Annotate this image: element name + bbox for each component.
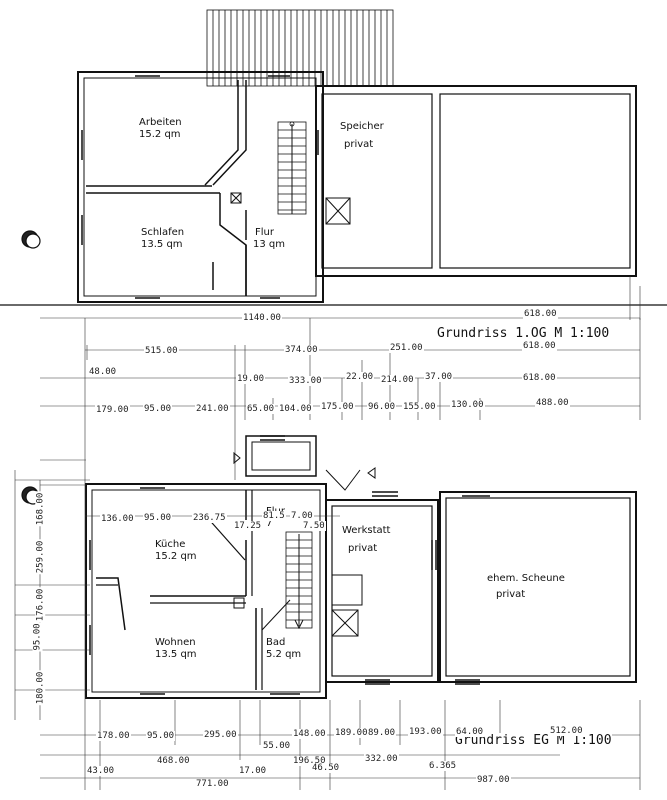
room-bad-area: 5.2 qm (266, 649, 302, 660)
dim-label: 17.00 (238, 766, 268, 776)
dim-label: 89.00 (367, 728, 397, 738)
dim-label: 180.00 (35, 670, 46, 706)
dim-label: 19.00 (236, 374, 266, 384)
room-wohnen-area: 13.5 qm (155, 649, 197, 660)
dim-label: 148.00 (292, 729, 327, 739)
dim-label: 95.00 (32, 622, 43, 652)
title-upper-floor: Grundriss 1.OG M 1:100 (437, 326, 610, 341)
dim-label: 48.00 (88, 367, 118, 377)
dim-label: 333.00 (288, 376, 323, 386)
room-flur-upper-area: 13 qm (253, 239, 285, 250)
dim-label: 43.00 (86, 766, 116, 776)
ground-windows (85, 435, 490, 699)
dim-label: 22.00 (345, 372, 375, 382)
upper-windows (77, 71, 319, 303)
dim-label: 374.00 (284, 345, 319, 355)
dim-label: 130.00 (450, 400, 485, 410)
dim-label: 104.00 (278, 404, 313, 414)
direction-marks (233, 451, 376, 479)
dim-label: 96.00 (367, 402, 397, 412)
dim-label: 987.00 (476, 775, 511, 785)
dim-label: 55.00 (262, 741, 292, 751)
room-schlafen-name: Schlafen (141, 227, 185, 238)
room-wohnen-name: Wohnen (155, 637, 196, 648)
dim-label: 189.00 (334, 728, 369, 738)
dim-label: 64.00 (455, 727, 485, 737)
dim-label: 241.00 (195, 404, 230, 414)
dim-label: 95.00 (146, 731, 176, 741)
dim-label: 468.00 (156, 756, 191, 766)
room-schlafen-area: 13.5 qm (141, 239, 183, 250)
dim-label: 512.00 (549, 726, 584, 736)
dim-label: 65.00 (246, 404, 276, 414)
dim-label: 95.00 (143, 513, 173, 523)
dim-label: 176.00 (35, 587, 46, 623)
dim-label: 259.00 (35, 539, 46, 575)
dim-label: 81.5 (262, 511, 286, 521)
room-speicher-area: privat (344, 139, 374, 150)
dim-label: 771.00 (195, 779, 230, 789)
ground-staircase (285, 531, 313, 630)
dim-label: 1140.00 (242, 313, 282, 323)
dim-label: 37.00 (424, 372, 454, 382)
dim-label: 515.00 (144, 346, 179, 356)
dim-label: 193.00 (408, 727, 443, 737)
room-kueche-name: Küche (155, 539, 186, 550)
room-kueche-area: 15.2 qm (155, 551, 197, 562)
roof-hatch (206, 9, 394, 87)
dim-label: 196.50 (292, 756, 327, 766)
room-flur-upper-name: Flur (255, 227, 274, 238)
room-werkstatt-area: privat (348, 543, 378, 554)
dimension-lines (14, 276, 641, 790)
dim-label: 214.00 (380, 375, 415, 385)
dim-label: 168.00 (35, 491, 46, 527)
dim-label: 332.00 (364, 754, 399, 764)
dim-label: 251.00 (389, 343, 424, 353)
upper-chimney (230, 192, 351, 225)
dim-label: 136.00 (100, 514, 135, 524)
dim-label: 295.00 (203, 730, 238, 740)
upper-floor-walls (77, 71, 637, 303)
dim-label: 175.00 (320, 402, 355, 412)
dim-label: 7.50 (302, 521, 326, 531)
upper-staircase (277, 121, 307, 215)
dim-label: 178.00 (96, 731, 131, 741)
dim-label: 46.50 (311, 763, 341, 773)
dim-label: 236.75 (192, 513, 227, 523)
room-werkstatt-name: Werkstatt (342, 525, 391, 536)
dim-label: 17.25 (233, 521, 263, 531)
room-arbeiten-area: 15.2 qm (139, 129, 181, 140)
room-scheune-name: ehem. Scheune (487, 573, 565, 584)
title-ground-floor: Grundriss EG M 1:100 (455, 733, 612, 748)
room-arbeiten-name: Arbeiten (139, 117, 182, 128)
room-bad-name: Bad (266, 637, 286, 648)
north-markers (21, 230, 41, 505)
dim-label: 179.00 (95, 405, 130, 415)
dim-label: 6.365 (428, 761, 458, 771)
dim-label: 7.00 (290, 511, 314, 521)
room-speicher-name: Speicher (340, 121, 384, 132)
dim-label: 618.00 (522, 373, 557, 383)
ground-chimney (233, 574, 363, 637)
dim-label: 488.00 (535, 398, 570, 408)
dim-label: 95.00 (143, 404, 173, 414)
room-flur-ground-area: 7 (266, 518, 273, 529)
dim-label: 155.00 (402, 402, 437, 412)
dim-label: 618.00 (522, 341, 557, 351)
room-scheune-area: privat (496, 589, 526, 600)
dim-label: 618.00 (523, 309, 558, 319)
